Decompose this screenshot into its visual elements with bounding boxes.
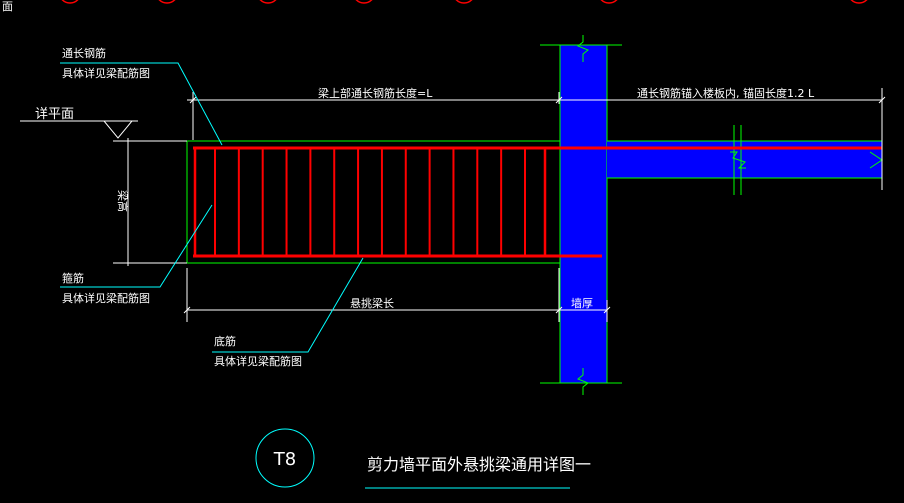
stirrups (214, 148, 526, 256)
floor-slab (607, 125, 883, 195)
top-dimension-line (187, 88, 886, 190)
through-bar-label: 通长钢筋 (62, 46, 106, 60)
stirrup-leader (60, 204, 213, 288)
title-mark: T8 (273, 449, 296, 470)
top-edge-marks (61, 0, 868, 4)
anchor-note-label: 通长钢筋锚入楼板内, 锚固长度1.2 L (637, 86, 815, 100)
beam-height-label: 梁高 (116, 190, 130, 212)
through-bar-ref: 具体详见梁配筋图 (62, 66, 150, 80)
bottom-bar-label: 底筋 (214, 334, 236, 348)
through-bar-leader (60, 62, 223, 146)
cantilever-beam-outline (186, 140, 561, 264)
shear-wall (540, 35, 622, 395)
top-bar-length-label: 梁上部通长钢筋长度=L (318, 86, 433, 100)
bottom-bar-ref: 具体详见梁配筋图 (214, 354, 302, 368)
break-symbol-top (577, 35, 589, 62)
rebar-cage (193, 146, 882, 258)
break-symbol-bottom (577, 368, 589, 395)
corner-text: 面 (2, 0, 13, 13)
slab-break-symbol (730, 151, 746, 169)
wall-thickness-label: 墙厚 (571, 296, 593, 310)
detail-plane-label: 详平面 (35, 107, 74, 122)
leader-lines (60, 62, 364, 353)
cantilever-length-label: 悬挑梁长 (350, 296, 394, 310)
bottom-dimension-line (183, 268, 611, 322)
bottom-bar-leader (212, 257, 364, 353)
drawing-title: 剪力墙平面外悬挑梁通用详图一 (367, 455, 591, 474)
title-mark-circle (255, 428, 315, 488)
stirrup-ref: 具体详见梁配筋图 (62, 291, 150, 305)
detail-plane-marker (20, 120, 187, 142)
stirrup-label: 箍筋 (62, 271, 84, 285)
